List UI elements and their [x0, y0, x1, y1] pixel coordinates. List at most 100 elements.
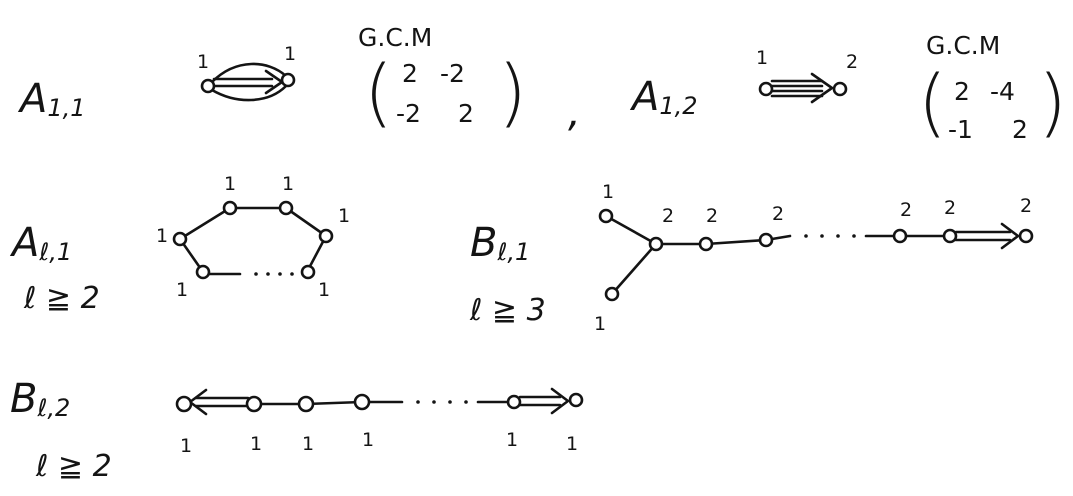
- bl1-mark-branch-bottom: 1: [594, 313, 606, 335]
- bl1-diagram: 1 1 2 2 2 2 2 2: [594, 181, 1034, 335]
- bl1-node-branch-bottom: [604, 286, 620, 302]
- bl2-mark-5: 1: [506, 429, 518, 451]
- al1-node-top-left: [222, 200, 238, 216]
- bl1-mark-7: 2: [1020, 195, 1032, 217]
- a12-gcm: G.C.M ( ) 2 -4 -1 2: [918, 31, 1067, 146]
- bl1-mark-3: 2: [706, 205, 718, 227]
- al1-condition: ℓ ≧ 2: [23, 281, 100, 316]
- a11-matrix-r2c1: -2: [396, 99, 421, 128]
- a11-mark-2: 1: [284, 43, 296, 65]
- al1-mark-top-right: 1: [282, 173, 294, 195]
- separator-comma: ,: [568, 90, 581, 136]
- bl2-node-4: [353, 393, 371, 411]
- bl1-mark-6: 2: [944, 197, 956, 219]
- a12-matrix-r1c1: 2: [954, 77, 970, 106]
- bl1-edge-arrowhead: [1000, 222, 1020, 250]
- a11-gcm-caption: G.C.M: [358, 23, 432, 52]
- a11-matrix-r2c2: 2: [458, 99, 474, 128]
- bl1-node-5: [892, 228, 908, 244]
- al1-mark-bottom-left: 1: [176, 279, 188, 301]
- bl1-node-7: [1018, 228, 1034, 244]
- a12-mark-2: 2: [846, 51, 858, 73]
- a11-group: A1,1 1 1 G.C.M ( ) 2 -2 -2 2: [17, 23, 527, 136]
- a12-node-2: [832, 81, 848, 97]
- bl1-edge-branch-bottom: [610, 242, 658, 296]
- al1-mark-right: 1: [338, 205, 350, 227]
- bl2-node-3: [297, 395, 315, 413]
- bl2-mark-2: 1: [250, 433, 262, 455]
- bl2-mark-1: 1: [180, 435, 192, 457]
- bl2-mark-4: 1: [362, 429, 374, 451]
- bl1-mark-center: 2: [662, 205, 674, 227]
- bl2-diagram: 1 1 1 1 1 1: [175, 387, 584, 457]
- bl1-node-branch-top: [598, 208, 614, 224]
- bl1-group: Bℓ,1 ℓ ≧ 3: [469, 181, 1034, 335]
- bl1-node-4: [758, 232, 774, 248]
- bl1-node-center: [648, 236, 664, 252]
- bl2-mark-3: 1: [302, 433, 314, 455]
- bl1-condition: ℓ ≧ 3: [469, 293, 546, 328]
- al1-edge-1: [178, 206, 232, 241]
- a11-matrix-right-paren: ): [498, 50, 527, 136]
- bl2-group: Bℓ,2 ℓ ≧ 2 1 1: [10, 376, 584, 484]
- bl1-edge-branch-top: [604, 214, 658, 246]
- a12-matrix-r2c1: -1: [948, 115, 973, 144]
- a11-node-2: [280, 72, 296, 88]
- bl2-node-2: [245, 395, 263, 413]
- a12-node-1: [758, 81, 774, 97]
- al1-node-bottom-left: [195, 264, 211, 280]
- bl2-edge-2: [304, 400, 364, 406]
- a11-edge-arrowhead: [264, 69, 284, 95]
- al1-label: Aℓ,1: [9, 220, 72, 266]
- a12-matrix-left-paren: (: [918, 60, 947, 146]
- al1-node-left: [172, 231, 188, 247]
- a11-node-1: [200, 78, 216, 94]
- a12-edge-arrowhead: [810, 72, 834, 104]
- a11-diagram: 1 1: [197, 43, 296, 102]
- al1-diagram: 1 1 1 1 1 1: [156, 173, 350, 301]
- a12-matrix-right-paren: ): [1038, 60, 1067, 146]
- bl2-mark-6: 1: [566, 433, 578, 455]
- bl2-node-5: [506, 394, 522, 410]
- bl1-mark-4: 2: [772, 203, 784, 225]
- a11-gcm: G.C.M ( ) 2 -2 -2 2: [358, 23, 527, 136]
- bl2-label: Bℓ,2: [10, 376, 70, 422]
- al1-mark-top-left: 1: [224, 173, 236, 195]
- a12-gcm-caption: G.C.M: [926, 31, 1000, 60]
- bl1-edge-2: [704, 238, 768, 246]
- a11-label: A1,1: [17, 76, 86, 122]
- al1-node-top-right: [278, 200, 294, 216]
- bl1-label: Bℓ,1: [470, 220, 530, 266]
- bl2-edge-arrowhead-left: [188, 388, 208, 416]
- al1-group: Aℓ,1 ℓ ≧ 2 1 1 1 1 1: [9, 173, 350, 316]
- bl2-ellipsis: [416, 400, 468, 404]
- al1-edge-3: [284, 206, 328, 238]
- bl2-condition: ℓ ≧ 2: [35, 449, 112, 484]
- bl1-node-3: [698, 236, 714, 252]
- a11-mark-1: 1: [197, 51, 209, 73]
- bl2-node-6: [568, 392, 584, 408]
- al1-mark-bottom-right: 1: [318, 279, 330, 301]
- bl2-edge-arrowhead-right: [550, 387, 570, 415]
- al1-ellipsis: [254, 272, 294, 276]
- a11-edge-arc-top: [210, 62, 288, 84]
- a11-matrix-left-paren: (: [364, 50, 393, 136]
- bl1-mark-branch-top: 1: [602, 181, 614, 203]
- a12-matrix-r1c2: -4: [990, 77, 1015, 106]
- al1-node-bottom-right: [300, 264, 316, 280]
- bl1-node-6: [942, 228, 958, 244]
- a12-group: A1,2 1 2 G.C.M ( ) 2 -4 -1 2: [629, 31, 1067, 146]
- a11-matrix-r1c2: -2: [440, 59, 465, 88]
- a12-diagram: 1 2: [756, 47, 858, 104]
- a11-edge-arc-bottom: [210, 84, 288, 102]
- al1-node-right: [318, 228, 334, 244]
- a12-mark-1: 1: [756, 47, 768, 69]
- a12-matrix-r2c2: 2: [1012, 115, 1028, 144]
- al1-mark-left: 1: [156, 225, 168, 247]
- bl1-mark-5: 2: [900, 199, 912, 221]
- bl2-node-1: [175, 395, 193, 413]
- bl1-ellipsis: [804, 234, 856, 238]
- a12-label: A1,2: [629, 74, 698, 120]
- a11-matrix-r1c1: 2: [402, 59, 418, 88]
